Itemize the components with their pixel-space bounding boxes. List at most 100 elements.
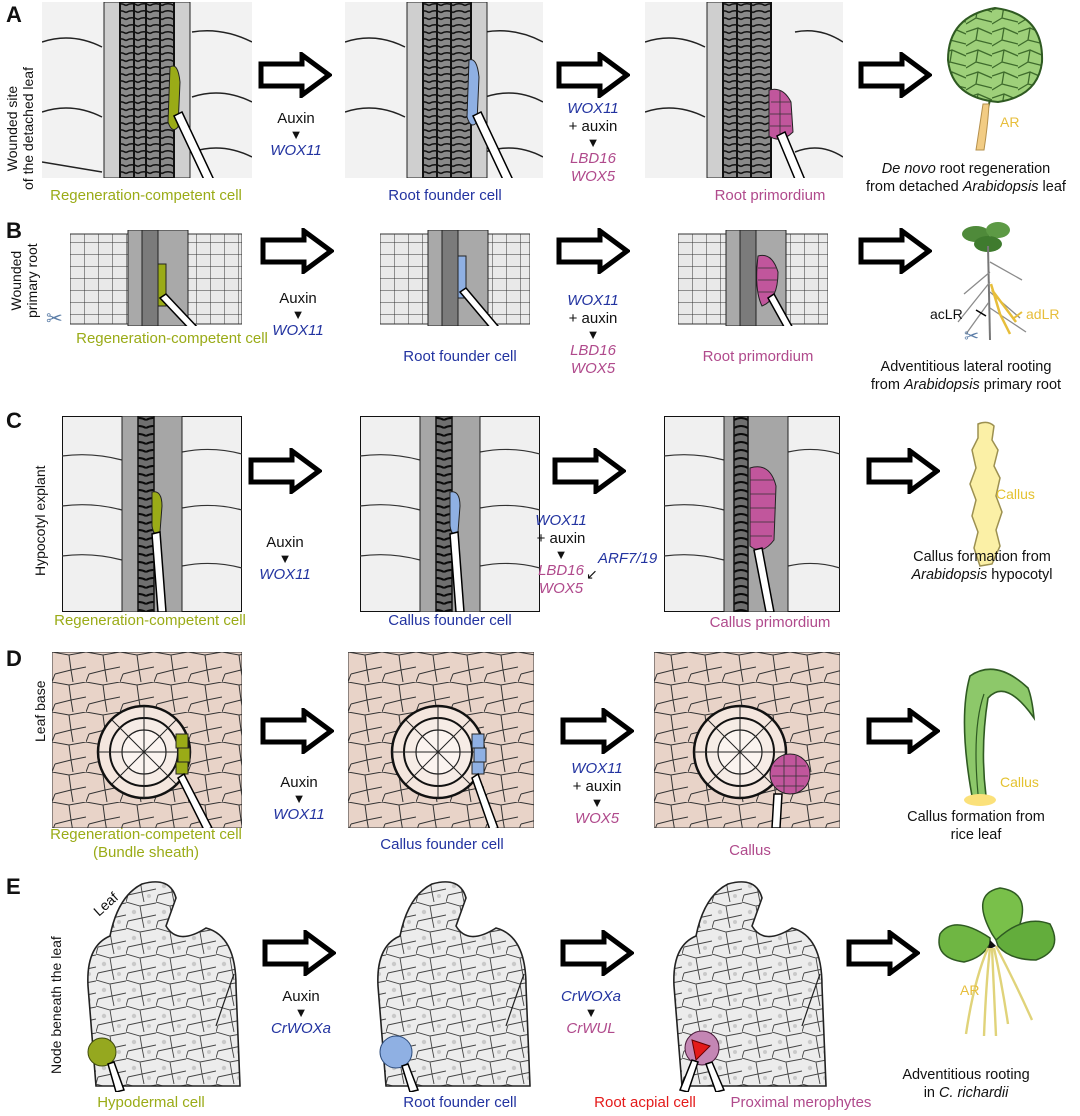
signal-auxin: Auxin	[280, 774, 318, 791]
panel-d: D Leaf base Regeneration-competent cell …	[0, 646, 1080, 870]
leaf-tissue-drawing	[645, 2, 843, 178]
caption-hypodermal-cell: Hypodermal cell	[97, 1094, 205, 1111]
founder-cell	[379, 1035, 413, 1069]
adventitious-root	[975, 103, 990, 151]
outcome-caption: Adventitious rooting in C. richardii	[856, 1066, 1076, 1102]
outcome-caption: Callus formation from Arabidopsis hypoco…	[872, 548, 1080, 584]
leaf-base-section-drawing	[654, 652, 840, 828]
gene-wox5: WOX5	[570, 360, 616, 377]
caption-part: primary root	[979, 377, 1062, 393]
caption-primordium: Root primordium	[702, 348, 814, 365]
caption-competent-cell: Regeneration-competent cell	[54, 612, 246, 629]
down-arrow-icon: ▼	[586, 327, 600, 342]
panel-e: E Node beneath the leaf Leaf Hypodermal …	[0, 874, 1080, 1116]
gene-wox11: WOX11	[571, 760, 623, 777]
gene-crwoxa: CrWOXa	[561, 988, 621, 1005]
gene-wox11: WOX11	[270, 142, 322, 159]
caption-founder-cell: Callus founder cell	[380, 836, 504, 853]
panel-a: A Wounded site of the detached leaf Rege…	[0, 0, 1080, 215]
process-arrow	[560, 930, 634, 976]
caption-founder-cell: Root founder cell	[403, 348, 517, 365]
competent-cell	[157, 263, 167, 307]
caption-part: De novo	[881, 161, 936, 177]
caption-part: in	[923, 1085, 940, 1101]
gene-wox5: WOX5	[538, 580, 584, 597]
founder-cell	[449, 491, 461, 535]
hypocotyl-tissue-drawing	[62, 416, 242, 612]
gene-wox11: WOX11	[535, 512, 587, 529]
signal-auxin: Auxin	[279, 290, 317, 307]
gene-crwoxa: CrWOXa	[271, 1020, 331, 1037]
panel-letter: E	[6, 874, 21, 899]
caption-part: leaf	[1038, 179, 1066, 195]
callus-label: Callus	[996, 486, 1035, 502]
caption-part: hypocotyl	[987, 567, 1053, 583]
caption-callus: Callus	[729, 842, 771, 859]
outcome-caption: De novo root regeneration from detached …	[856, 160, 1076, 196]
gene-wox11: WOX11	[273, 806, 325, 823]
side-label: Node beneath the leaf	[48, 936, 64, 1074]
down-arrow-icon: ▼	[289, 127, 303, 142]
fern-node-drawing	[377, 881, 531, 1092]
diagonal-arrow-icon: ↙	[586, 566, 598, 582]
gene-wox11: WOX11	[259, 566, 311, 583]
caption-part: Callus formation from	[907, 809, 1045, 825]
process-arrow	[248, 448, 322, 494]
gene-wox11: WOX11	[272, 322, 324, 339]
down-arrow-icon: ▼	[291, 307, 305, 322]
caption-apical-cell: Root acpial cell	[594, 1094, 696, 1111]
down-arrow-icon: ▼	[278, 551, 292, 566]
founder-cell	[457, 255, 467, 299]
leaf-base-section-drawing	[348, 652, 534, 828]
side-label-line: Hypocotyl explant	[32, 465, 48, 576]
competent-cell	[151, 491, 163, 535]
ar-label: AR	[1000, 114, 1020, 130]
callus-icon	[969, 421, 1003, 567]
scissors-icon: ✂	[964, 326, 980, 346]
side-label: Leaf base	[32, 681, 48, 743]
signal-cascade: Auxin ▼ WOX11	[241, 110, 351, 160]
gene-lbd16: LBD16	[538, 562, 584, 579]
caption-part: root regeneration	[935, 161, 1051, 177]
signal-cascade: WOX11 + auxin ▼ LBD16 WOX5	[506, 512, 616, 598]
side-label-line: of the detached leaf	[20, 67, 36, 190]
caption-part: Callus formation from	[913, 549, 1051, 565]
side-label: Wounded site of the detached leaf	[4, 67, 36, 190]
process-arrow	[556, 228, 630, 274]
founder-cell	[471, 733, 485, 749]
gene-wox5: WOX5	[574, 810, 620, 827]
hypocotyl-tissue-drawing	[664, 416, 840, 612]
caption-merophytes: Proximal merophytes	[730, 1094, 872, 1111]
process-arrow	[258, 52, 332, 98]
gene-wox11: WOX11	[567, 292, 619, 309]
root-tissue-drawing	[380, 230, 530, 326]
down-arrow-icon: ▼	[590, 795, 604, 810]
caption-part: C. richardii	[939, 1085, 1009, 1101]
caption-founder-cell: Root founder cell	[403, 1094, 517, 1111]
signal-cascade: Auxin ▼ CrWOXa	[246, 988, 356, 1038]
caption-part: Arabidopsis	[911, 567, 988, 583]
process-arrow	[866, 448, 940, 494]
caption-part: rice leaf	[950, 827, 1002, 843]
process-arrow	[262, 930, 336, 976]
signal-cascade: CrWOXa ▼ CrWUL	[536, 988, 646, 1038]
side-label-line: Node beneath the leaf	[48, 936, 64, 1074]
signal-cascade: Auxin ▼ WOX11	[230, 534, 340, 584]
signal-auxin: Auxin	[277, 110, 315, 127]
panel-letter: D	[6, 646, 22, 671]
hypodermal-cell	[87, 1037, 117, 1067]
down-arrow-icon: ▼	[292, 791, 306, 806]
caption-part: from detached	[866, 179, 963, 195]
down-arrow-icon: ▼	[554, 547, 568, 562]
outcome-caption: Callus formation from rice leaf	[866, 808, 1080, 844]
caption-founder-cell: Root founder cell	[388, 187, 502, 204]
process-arrow	[866, 708, 940, 754]
leaf-tissue-drawing	[42, 2, 252, 178]
caption-primordium: Callus primordium	[709, 614, 831, 631]
competent-cell	[175, 733, 189, 749]
caption-part: Arabidopsis	[962, 179, 1039, 195]
signal-auxin: + auxin	[536, 530, 586, 547]
process-arrow	[560, 708, 634, 754]
leaf-tissue-drawing	[345, 2, 543, 178]
caption-primordium: Root primordium	[714, 187, 826, 204]
